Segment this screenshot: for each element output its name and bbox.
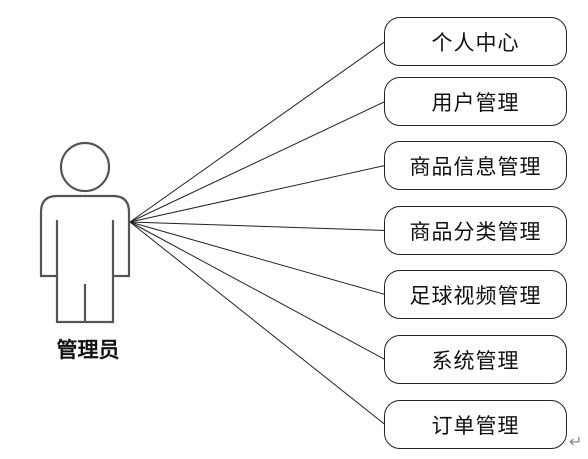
use-case-system-management[interactable]: 系统管理 <box>384 335 567 384</box>
use-case-order-management[interactable]: 订单管理 <box>384 400 567 449</box>
use-case-personal-center[interactable]: 个人中心 <box>384 17 567 66</box>
use-case-football-video-management[interactable]: 足球视频管理 <box>384 270 567 319</box>
association-line-7 <box>129 221 386 425</box>
association-line-2 <box>129 101 386 223</box>
association-line-6 <box>129 221 386 360</box>
use-case-product-category-management[interactable]: 商品分类管理 <box>384 206 567 255</box>
actor-label: 管理员 <box>56 338 120 362</box>
use-case-user-management[interactable]: 用户管理 <box>384 77 567 126</box>
actor-head <box>59 141 111 193</box>
association-line-5 <box>129 221 386 295</box>
association-line-3 <box>129 165 386 223</box>
paragraph-return-mark: ↵ <box>569 432 583 451</box>
actor-body <box>39 194 131 324</box>
actor-figure-icon <box>39 141 131 324</box>
association-lines <box>129 41 386 425</box>
association-line-4 <box>129 221 386 231</box>
association-line-1 <box>129 41 386 223</box>
use-case-product-info-management[interactable]: 商品信息管理 <box>384 141 567 190</box>
